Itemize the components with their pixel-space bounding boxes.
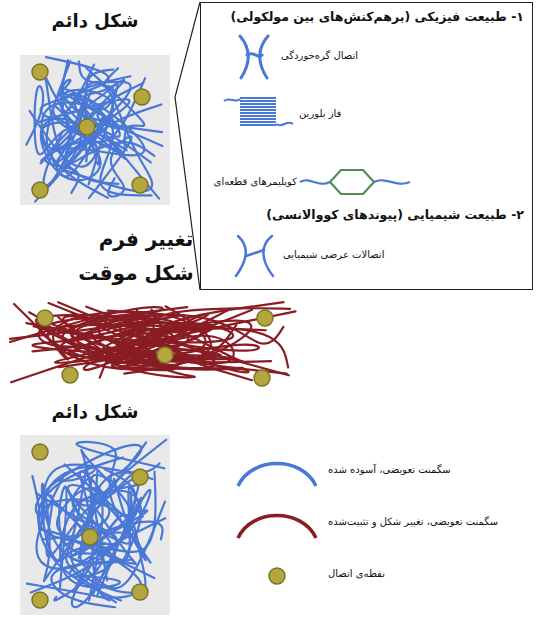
chain [263, 236, 273, 276]
polymer-strand [41, 94, 144, 161]
network-ground [8, 300, 300, 386]
block-segment [330, 170, 374, 194]
heading-text: تغییر فرم [26, 227, 266, 252]
segment-sample [238, 464, 316, 487]
legend-sample [232, 452, 322, 492]
chain [300, 180, 330, 183]
chain [276, 123, 293, 126]
polymer-network [10, 57, 295, 607]
netpoint [62, 367, 78, 383]
polymer-strand [40, 464, 159, 578]
permanent-shape: شکل دائم [15, 395, 175, 621]
entanglement-icon [240, 36, 268, 78]
block-copolymer-icon [300, 170, 410, 194]
polymer-strand [58, 308, 290, 366]
heading-text: شکل دائم [15, 10, 175, 33]
temporary-shape: تغییر فرم شکل موقت [6, 225, 304, 390]
netpoint [132, 469, 148, 485]
netpoint [132, 584, 148, 600]
legend-row: نقطه‌ی اتصال [232, 556, 532, 596]
legend: سگمنت تعویضی، آسوده شده سگمنت تعویضی، تغی… [232, 452, 532, 602]
netpoint [257, 310, 273, 326]
legend-sample [232, 556, 322, 596]
netpoint [32, 64, 48, 80]
permanent-shape: شکل دائم [15, 4, 175, 210]
polymer-strand [47, 61, 131, 149]
netpoint [132, 177, 148, 193]
netpoint [79, 119, 95, 135]
polymer-strand [44, 315, 201, 363]
chain-link [247, 54, 262, 57]
network-ground [20, 435, 170, 615]
crosslink-icon [236, 236, 273, 276]
heading-text: ۲- طبیعت شیمیایی (پیوندهای کووالانسی) [266, 207, 524, 223]
netpoint [32, 182, 48, 198]
netpoint [82, 529, 98, 545]
legend-text: سگمنت تعویضی، تغییر شکل و تثبیت‌شده [328, 516, 498, 529]
legend-row: سگمنت تعویضی، تغییر شکل و تثبیت‌شده [232, 504, 532, 544]
chain [240, 36, 248, 78]
netpoint [157, 347, 173, 363]
item-label: کوپلیمرهای قطعه‌ای [203, 176, 297, 189]
heading-text: شکل موقت [16, 261, 256, 286]
item-label: اتصال گره‌خوردگی [281, 50, 358, 63]
legend-row: سگمنت تعویضی، آسوده شده [232, 452, 532, 492]
netpoint-group [32, 64, 273, 608]
legend-sample [232, 504, 322, 544]
netpoint [32, 592, 48, 608]
chain [224, 99, 240, 101]
item-label: فاز بلورین [299, 108, 341, 121]
item-label: اتصالات عرضی شیمیایی [283, 249, 384, 262]
polymer-strand [41, 80, 125, 163]
heading-text: شکل دائم [15, 401, 175, 424]
segment-sample [238, 516, 316, 539]
polymer-strand [66, 118, 162, 152]
netpoint [37, 310, 53, 326]
mechanism-panel: ۱- طبیعت فیزیکی (برهم‌کنش‌های بین مولکول… [200, 2, 533, 290]
heading-text: ۱- طبیعت فیزیکی (برهم‌کنش‌های بین مولکول… [230, 9, 524, 25]
polymer-strand [30, 60, 118, 167]
netpoint [32, 444, 48, 460]
legend-text: سگمنت تعویضی، آسوده شده [328, 464, 451, 477]
network-ground [20, 55, 170, 205]
polymer-strand [72, 314, 164, 360]
chain [236, 236, 246, 276]
netpoint-sample [269, 568, 285, 584]
chain [374, 180, 410, 183]
polymer-strand [73, 479, 138, 545]
netpoint [254, 370, 270, 386]
covalent-bond [246, 250, 264, 256]
netpoint [134, 89, 150, 105]
crystal-lamellae [240, 98, 276, 125]
legend-text: نقطه‌ی اتصال [328, 568, 385, 581]
crystal-icon [224, 98, 293, 125]
